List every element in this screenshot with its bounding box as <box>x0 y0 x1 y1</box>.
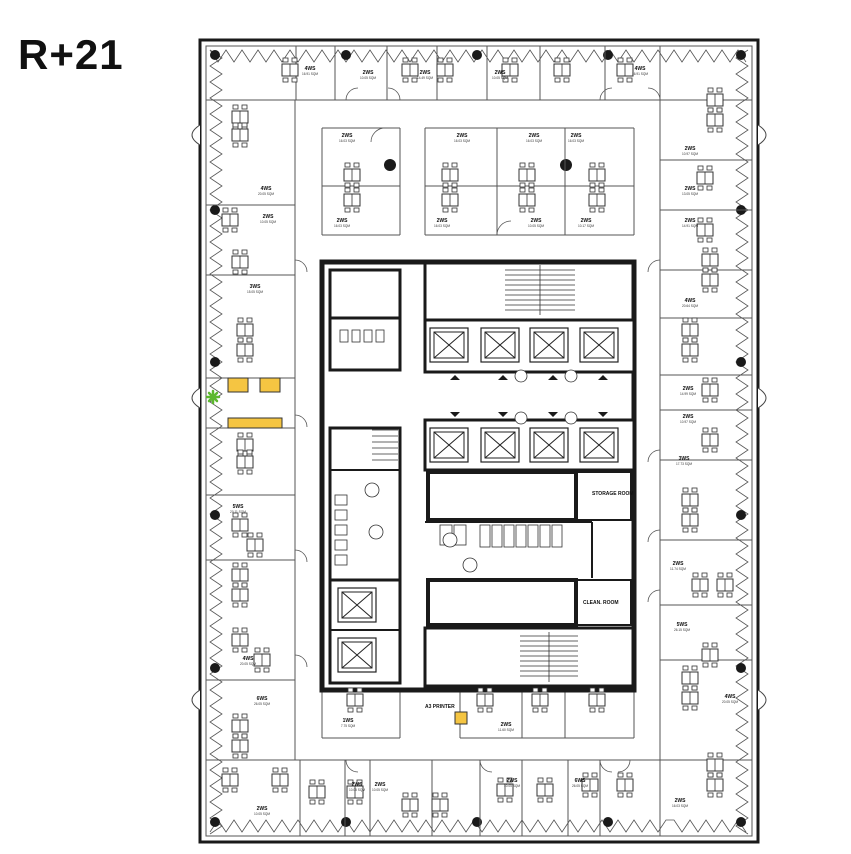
office-area-c1: 16.03 SQM <box>672 804 688 808</box>
office-area-w2: 10.05 SQM <box>260 220 276 224</box>
office-label-e8: 2WS <box>673 561 685 567</box>
office-area-e4: 20.64 SQM <box>682 304 698 308</box>
office-area-c3: 16.03 SQM <box>454 139 470 143</box>
office-area-s2: 10.05 SQM <box>254 812 270 816</box>
cleaning-room-label: CLEAN. ROOM <box>583 600 619 606</box>
facade-bumps <box>191 124 767 711</box>
office-area-w3: 20.05 SQM <box>258 192 274 196</box>
office-area-s5: 10.05 SQM <box>504 784 520 788</box>
office-label-n4: 2WS <box>495 70 507 76</box>
office-label-n1: 4WS <box>305 66 317 72</box>
floor-title: R+21 <box>18 31 124 78</box>
office-label-e6: 2WS <box>683 414 695 420</box>
office-label-s5: 2WS <box>507 778 519 784</box>
office-partitions <box>206 46 752 836</box>
office-label-w6: 4WS <box>243 656 255 662</box>
office-area-c5: 16.03 SQM <box>568 139 584 143</box>
office-label-w1: 4WS <box>725 694 737 700</box>
office-label-b2: 2WS <box>581 218 593 224</box>
office-label-w4: 3WS <box>250 284 262 290</box>
office-area-s6: 26.05 SQM <box>572 784 588 788</box>
office-label-e7: 3WS <box>679 456 691 462</box>
office-area-s4: 10.05 SQM <box>372 788 388 792</box>
plant-icon <box>205 389 221 405</box>
office-label-e2: 2WS <box>685 186 697 192</box>
office-label-s2: 2WS <box>257 806 269 812</box>
office-label-e4: 4WS <box>685 298 697 304</box>
office-area-e8: 11.74 SQM <box>670 567 686 571</box>
office-area-c4: 16.03 SQM <box>526 139 542 143</box>
office-area-e5: 14.99 SQM <box>680 392 696 396</box>
office-label-c2: 2WS <box>342 133 354 139</box>
office-label-s4: 2WS <box>375 782 387 788</box>
office-area-b2: 10.17 SQM <box>578 224 594 228</box>
office-area-b4: 11.60 SQM <box>498 728 514 732</box>
restroom-fixtures <box>334 329 578 573</box>
office-area-n2: 10.05 SQM <box>360 76 376 80</box>
office-label-w5: 5WS <box>233 504 245 510</box>
office-area-s3: 10.05 SQM <box>349 788 365 792</box>
office-label-c5: 2WS <box>571 133 583 139</box>
printer-label: A3 PRINTER <box>425 704 455 710</box>
office-label-s6: 6WS <box>575 778 587 784</box>
office-label-b4: 2WS <box>501 722 513 728</box>
office-label-e5: 2WS <box>683 386 695 392</box>
office-label-c6: 2WS <box>337 218 349 224</box>
office-label-c4: 2WS <box>529 133 541 139</box>
highlighted-desks <box>227 377 468 725</box>
office-label-c3: 2WS <box>457 133 469 139</box>
office-area-c2: 16.03 SQM <box>339 139 355 143</box>
office-area-e7: 17.73 SQM <box>676 462 692 466</box>
office-label-b3: 1WS <box>343 718 355 724</box>
office-area-e2: 13.05 SQM <box>682 192 698 196</box>
office-label-w3: 4WS <box>261 186 273 192</box>
storage-room-label: STORAGE ROOM <box>592 491 634 497</box>
office-label-c7: 2WS <box>437 218 449 224</box>
office-area-w5: 20.11 SQM <box>230 510 246 514</box>
columns <box>210 50 746 827</box>
office-label-n5: 4WS <box>635 66 647 72</box>
office-label-n2: 2WS <box>363 70 375 76</box>
office-area-w4: 15.05 SQM <box>247 290 263 294</box>
office-area-b3: 7.75 SQM <box>341 724 356 728</box>
office-label-e1: 2WS <box>685 146 697 152</box>
office-label-s1: 6WS <box>257 696 269 702</box>
office-label-s3: 2WS <box>352 782 364 788</box>
office-area-e3: 14.91 SQM <box>682 224 698 228</box>
office-area-n4: 10.05 SQM <box>492 76 508 80</box>
office-area-c6: 16.03 SQM <box>334 224 350 228</box>
office-area-e1: 10.97 SQM <box>682 152 698 156</box>
office-area-b1: 10.05 SQM <box>528 224 544 228</box>
office-area-n5: 16.91 SQM <box>632 72 648 76</box>
office-area-n1: 16.91 SQM <box>302 72 318 76</box>
office-label-w2: 2WS <box>263 214 275 220</box>
office-label-n3: 2WS <box>420 70 432 76</box>
office-area-s1: 26.05 SQM <box>254 702 270 706</box>
office-area-w1: 20.05 SQM <box>722 700 738 704</box>
office-label-e9: 5WS <box>677 622 689 628</box>
office-area-e9: 26.15 SQM <box>674 628 690 632</box>
office-label-e3: 2WS <box>685 218 697 224</box>
central-core <box>319 259 637 693</box>
office-area-w6: 20.05 SQM <box>240 662 256 666</box>
office-area-n3: 14.49 SQM <box>417 76 433 80</box>
office-label-c1: 2WS <box>675 798 687 804</box>
room-labels: STORAGE ROOM CLEAN. ROOM A3 PRINTER <box>425 491 634 710</box>
office-area-c7: 16.03 SQM <box>434 224 450 228</box>
office-area-e6: 10.97 SQM <box>680 420 696 424</box>
doors <box>294 87 661 773</box>
stairs <box>372 265 578 682</box>
office-label-b1: 2WS <box>531 218 543 224</box>
